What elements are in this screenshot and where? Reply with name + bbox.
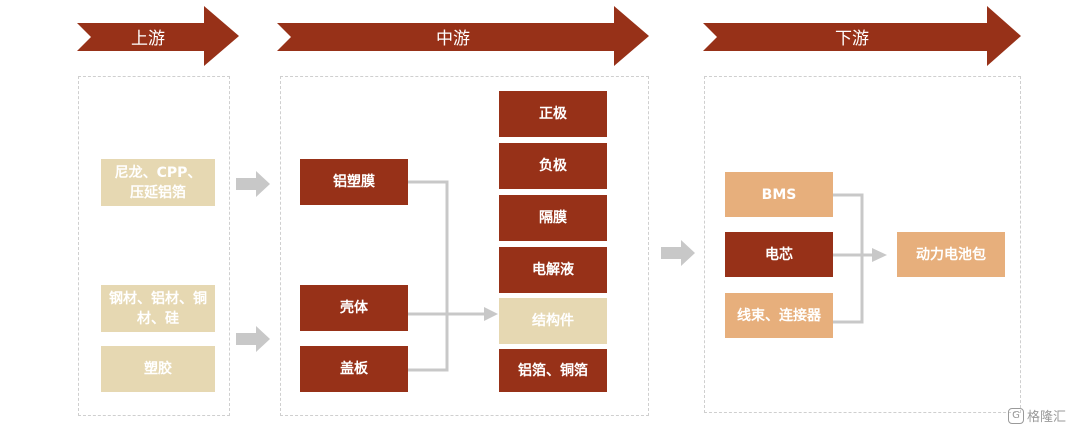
upstream-metals-box: 钢材、铝材、铜材、硅: [101, 285, 215, 332]
aluminum-plastic-film-box: 铝塑膜: [300, 159, 408, 205]
electrolyte-box: 电解液: [499, 247, 607, 293]
structural-parts-text: 结构件: [532, 313, 574, 329]
watermark: G 格隆汇: [1007, 406, 1066, 425]
case-text: 壳体: [340, 300, 368, 316]
downstream-label: 下游: [835, 28, 869, 49]
cover-plate-text: 盖板: [340, 361, 368, 377]
harness-connector-box: 线束、连接器: [725, 293, 833, 338]
power-battery-pack-text: 动力电池包: [916, 246, 986, 263]
foil-box: 铝箔、铜箔: [499, 349, 607, 392]
anode-box: 负极: [499, 143, 607, 189]
harness-connector-text: 线束、连接器: [737, 307, 821, 324]
watermark-logo-icon: G: [1007, 407, 1024, 424]
midstream-panel: [280, 76, 649, 416]
upstream-metals-text: 钢材、铝材、铜材、硅: [109, 290, 207, 327]
upstream-stage-arrow: 上游: [77, 6, 239, 66]
midstream-arrow-shape: [277, 6, 649, 66]
cover-plate-box: 盖板: [300, 346, 408, 392]
power-battery-pack-box: 动力电池包: [897, 232, 1005, 277]
upstream-nylon-box: 尼龙、CPP、压延铝箔: [101, 159, 215, 206]
cathode-text: 正极: [539, 106, 567, 122]
cathode-box: 正极: [499, 91, 607, 137]
case-box: 壳体: [300, 285, 408, 331]
mid-connector-arrowhead: [484, 307, 498, 321]
foil-text: 铝箔、铜箔: [518, 362, 588, 379]
downstream-arrow-shape: [703, 6, 1021, 66]
aluminum-plastic-film-text: 铝塑膜: [333, 174, 375, 190]
watermark-text: 格隆汇: [1026, 410, 1066, 425]
battery-cell-text: 电芯: [765, 246, 793, 263]
down-connector-arrowhead: [872, 248, 887, 262]
upstream-arrow-shape: [77, 6, 239, 66]
bms-box: BMS: [725, 172, 833, 217]
flow-arrow-upper: [236, 171, 270, 197]
downstream-panel: [704, 76, 1021, 413]
upstream-label: 上游: [131, 28, 165, 49]
separator-text: 隔膜: [539, 210, 567, 226]
electrolyte-text: 电解液: [532, 262, 574, 278]
upstream-nylon-text: 尼龙、CPP、压延铝箔: [114, 164, 202, 201]
upstream-plastic-box: 塑胶: [101, 346, 215, 392]
upstream-panel: [78, 76, 230, 416]
separator-box: 隔膜: [499, 195, 607, 241]
midstream-stage-arrow: 中游: [277, 6, 649, 66]
midstream-label: 中游: [436, 28, 470, 49]
battery-cell-box: 电芯: [725, 232, 833, 277]
upstream-plastic-text: 塑胶: [144, 361, 172, 377]
anode-text: 负极: [539, 158, 567, 174]
flow-arrow-lower: [236, 326, 270, 352]
flow-arrow-mid-to-down: [661, 240, 695, 266]
downstream-stage-arrow: 下游: [703, 6, 1021, 66]
structural-parts-box: 结构件: [499, 298, 607, 344]
bms-text: BMS: [761, 186, 797, 203]
